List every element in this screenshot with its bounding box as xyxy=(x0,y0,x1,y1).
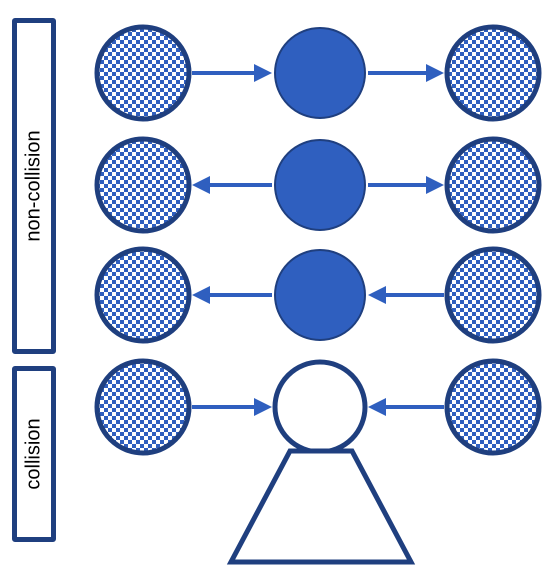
row-4-right-arrow xyxy=(368,398,444,416)
row-2-right-arrow xyxy=(368,176,444,194)
row-2-right-particle xyxy=(444,136,542,234)
row-1-right-particle xyxy=(444,24,542,122)
particle-rows xyxy=(94,24,542,456)
row-4 xyxy=(94,358,542,456)
row-2-left-arrow xyxy=(192,176,272,194)
row-1-left-particle xyxy=(94,24,192,122)
row-3-center-particle-solid xyxy=(274,249,366,341)
row-4-left-arrow xyxy=(192,398,272,416)
row-3-left-particle xyxy=(94,246,192,344)
row-1-left-arrow xyxy=(192,64,272,82)
row-2-left-particle xyxy=(94,136,192,234)
row-1-right-arrow xyxy=(368,64,444,82)
row-1-center-particle-solid xyxy=(274,27,366,119)
row-2 xyxy=(94,136,542,234)
row-4-right-particle xyxy=(444,358,542,456)
row-3-right-arrow xyxy=(368,286,444,304)
row-4-center-particle-hollow xyxy=(272,359,368,455)
collision-product-triangle xyxy=(226,448,416,565)
row-4-left-particle xyxy=(94,358,192,456)
non-collision-group-box: non-collision xyxy=(12,18,56,354)
row-1 xyxy=(94,24,542,122)
row-2-center-particle-solid xyxy=(274,139,366,231)
collision-group-box: collision xyxy=(12,366,56,542)
row-3-left-arrow xyxy=(192,286,272,304)
row-3-right-particle xyxy=(444,246,542,344)
row-3 xyxy=(94,246,542,344)
